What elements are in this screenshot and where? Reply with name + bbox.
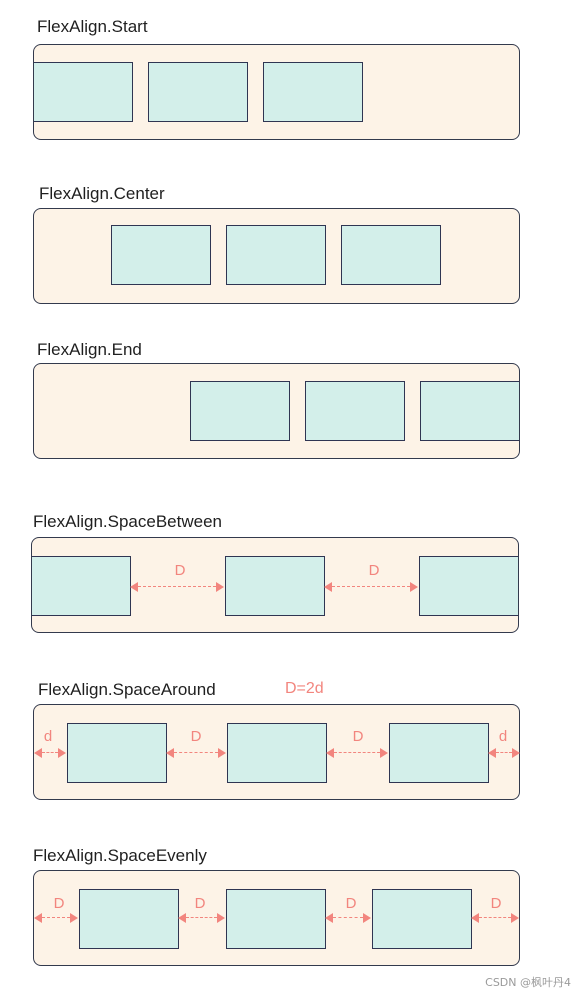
gap-label-d: D bbox=[345, 895, 357, 912]
container-flexalign-spaceevenly bbox=[33, 870, 520, 966]
flex-item bbox=[34, 62, 133, 122]
label-flexalign-center: FlexAlign.Center bbox=[39, 184, 165, 203]
flex-item bbox=[79, 889, 179, 949]
gap-arrow bbox=[324, 580, 418, 594]
gap-arrow bbox=[34, 746, 66, 760]
gap-arrow bbox=[326, 746, 388, 760]
gap-arrow bbox=[178, 911, 225, 925]
gap-arrow bbox=[325, 911, 371, 925]
gap-label-d: D bbox=[53, 895, 65, 912]
space-around-relation-note: D=2d bbox=[285, 680, 324, 697]
gap-label-d: D bbox=[174, 562, 186, 579]
gap-label-small-d: d bbox=[498, 728, 508, 745]
flex-item bbox=[263, 62, 363, 122]
flex-item bbox=[227, 723, 327, 783]
flex-item bbox=[190, 381, 290, 441]
label-flexalign-spacebetween: FlexAlign.SpaceBetween bbox=[33, 512, 223, 531]
flex-item bbox=[111, 225, 211, 285]
label-flexalign-start: FlexAlign.Start bbox=[37, 17, 148, 36]
gap-arrow bbox=[488, 746, 520, 760]
flex-item bbox=[226, 225, 326, 285]
flex-item bbox=[226, 889, 326, 949]
flex-item bbox=[67, 723, 167, 783]
gap-label-d: D bbox=[368, 562, 380, 579]
gap-label-d: D bbox=[490, 895, 502, 912]
gap-arrow bbox=[471, 911, 519, 925]
gap-arrow bbox=[34, 911, 78, 925]
label-flexalign-end: FlexAlign.End bbox=[37, 340, 142, 359]
gap-label-d: D bbox=[352, 728, 364, 745]
flex-item bbox=[225, 556, 325, 616]
flex-item bbox=[148, 62, 248, 122]
flex-item bbox=[389, 723, 489, 783]
flex-item bbox=[341, 225, 441, 285]
label-flexalign-spacearound: FlexAlign.SpaceAround bbox=[38, 680, 216, 699]
flex-item bbox=[372, 889, 472, 949]
watermark: CSDN @枫叶丹4 bbox=[485, 976, 571, 989]
container-flexalign-end bbox=[33, 363, 520, 459]
label-flexalign-spaceevenly: FlexAlign.SpaceEvenly bbox=[33, 846, 207, 865]
flex-item bbox=[305, 381, 405, 441]
container-flexalign-spacebetween bbox=[31, 537, 519, 633]
flex-item bbox=[420, 381, 519, 441]
flex-item bbox=[419, 556, 518, 616]
gap-arrow bbox=[130, 580, 224, 594]
gap-label-d: D bbox=[190, 728, 202, 745]
container-flexalign-start bbox=[33, 44, 520, 140]
gap-label-small-d: d bbox=[43, 728, 53, 745]
gap-label-d: D bbox=[194, 895, 206, 912]
gap-arrow bbox=[166, 746, 226, 760]
flex-item bbox=[32, 556, 131, 616]
container-flexalign-spacearound bbox=[33, 704, 520, 800]
container-flexalign-center bbox=[33, 208, 520, 304]
